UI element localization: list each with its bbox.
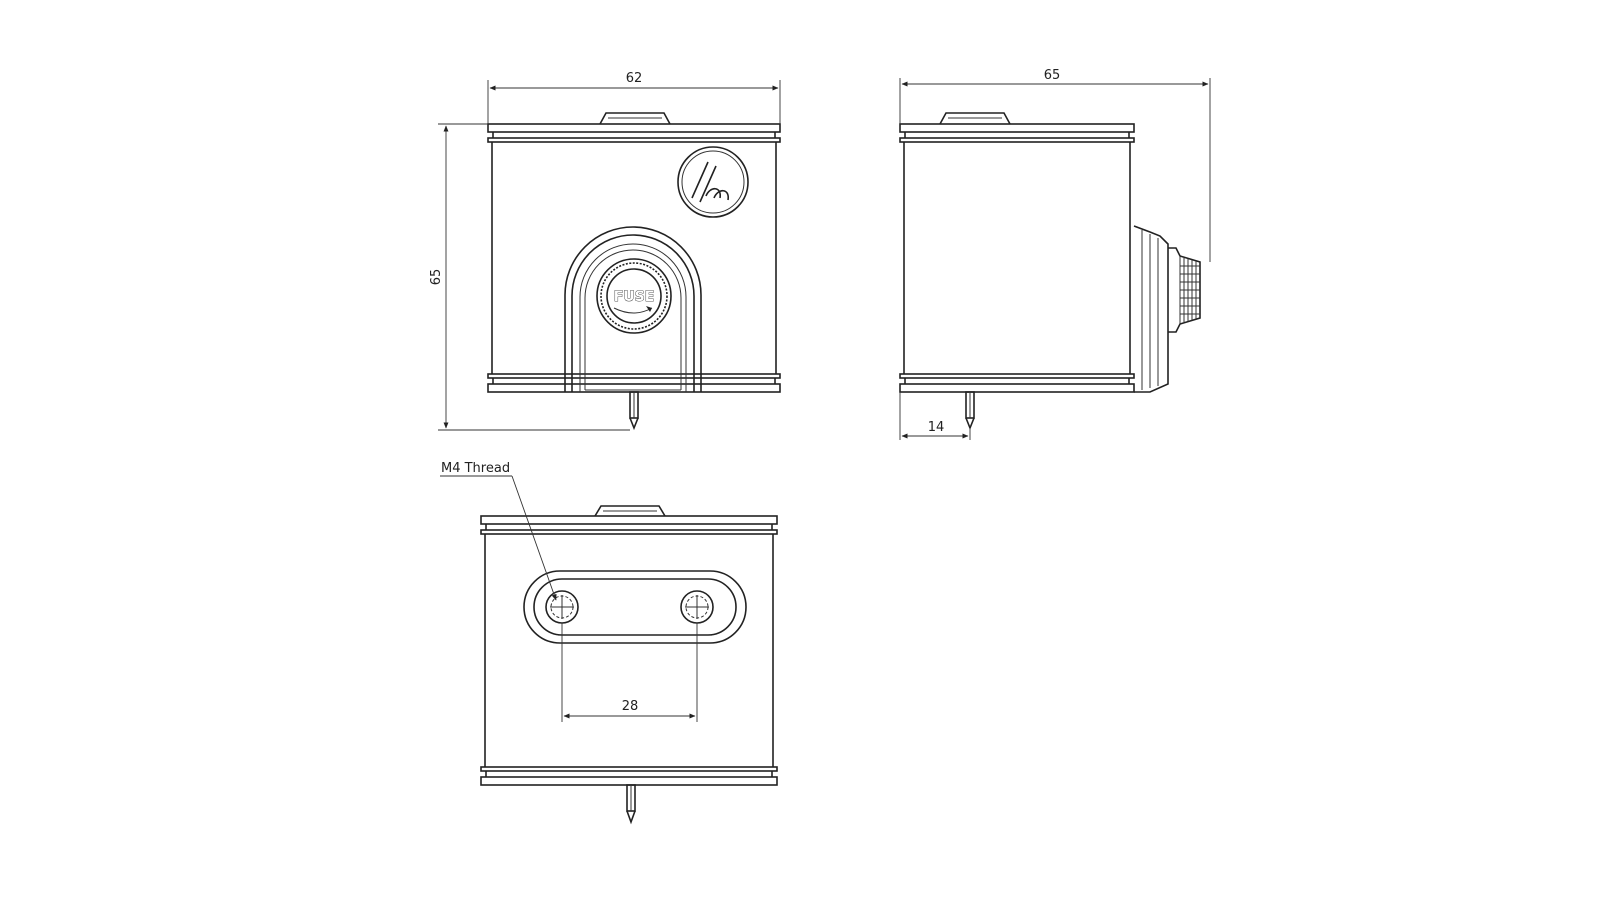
hole-spacing-label: 28 bbox=[622, 699, 639, 714]
bottom-view: M4 Thread 28 bbox=[440, 461, 778, 825]
front-width-dimension: 62 bbox=[487, 71, 781, 124]
side-width-label: 65 bbox=[1044, 68, 1061, 83]
side-offset-dimension: 14 bbox=[899, 392, 971, 440]
front-height-label: 65 bbox=[429, 269, 444, 286]
fuse-label: FUSE bbox=[614, 289, 655, 305]
thread-leader: M4 Thread bbox=[440, 461, 557, 601]
fuse-cap-icon: FUSE bbox=[596, 258, 672, 334]
side-width-dimension: 65 bbox=[899, 68, 1211, 262]
knurled-fuse-cap-icon bbox=[1168, 247, 1201, 333]
front-view: FUSE 62 65 bbox=[429, 71, 781, 431]
side-offset-label: 14 bbox=[928, 420, 945, 435]
brand-logo-icon bbox=[677, 146, 749, 218]
thread-hole-left-icon bbox=[545, 590, 579, 624]
front-width-label: 62 bbox=[626, 71, 643, 86]
mounting-slot bbox=[523, 570, 747, 644]
side-view: 65 14 bbox=[899, 68, 1211, 440]
thread-label: M4 Thread bbox=[441, 461, 510, 476]
hole-spacing-dimension: 28 bbox=[561, 623, 698, 722]
thread-hole-right-icon bbox=[680, 590, 714, 624]
front-height-dimension: 65 bbox=[429, 123, 630, 431]
